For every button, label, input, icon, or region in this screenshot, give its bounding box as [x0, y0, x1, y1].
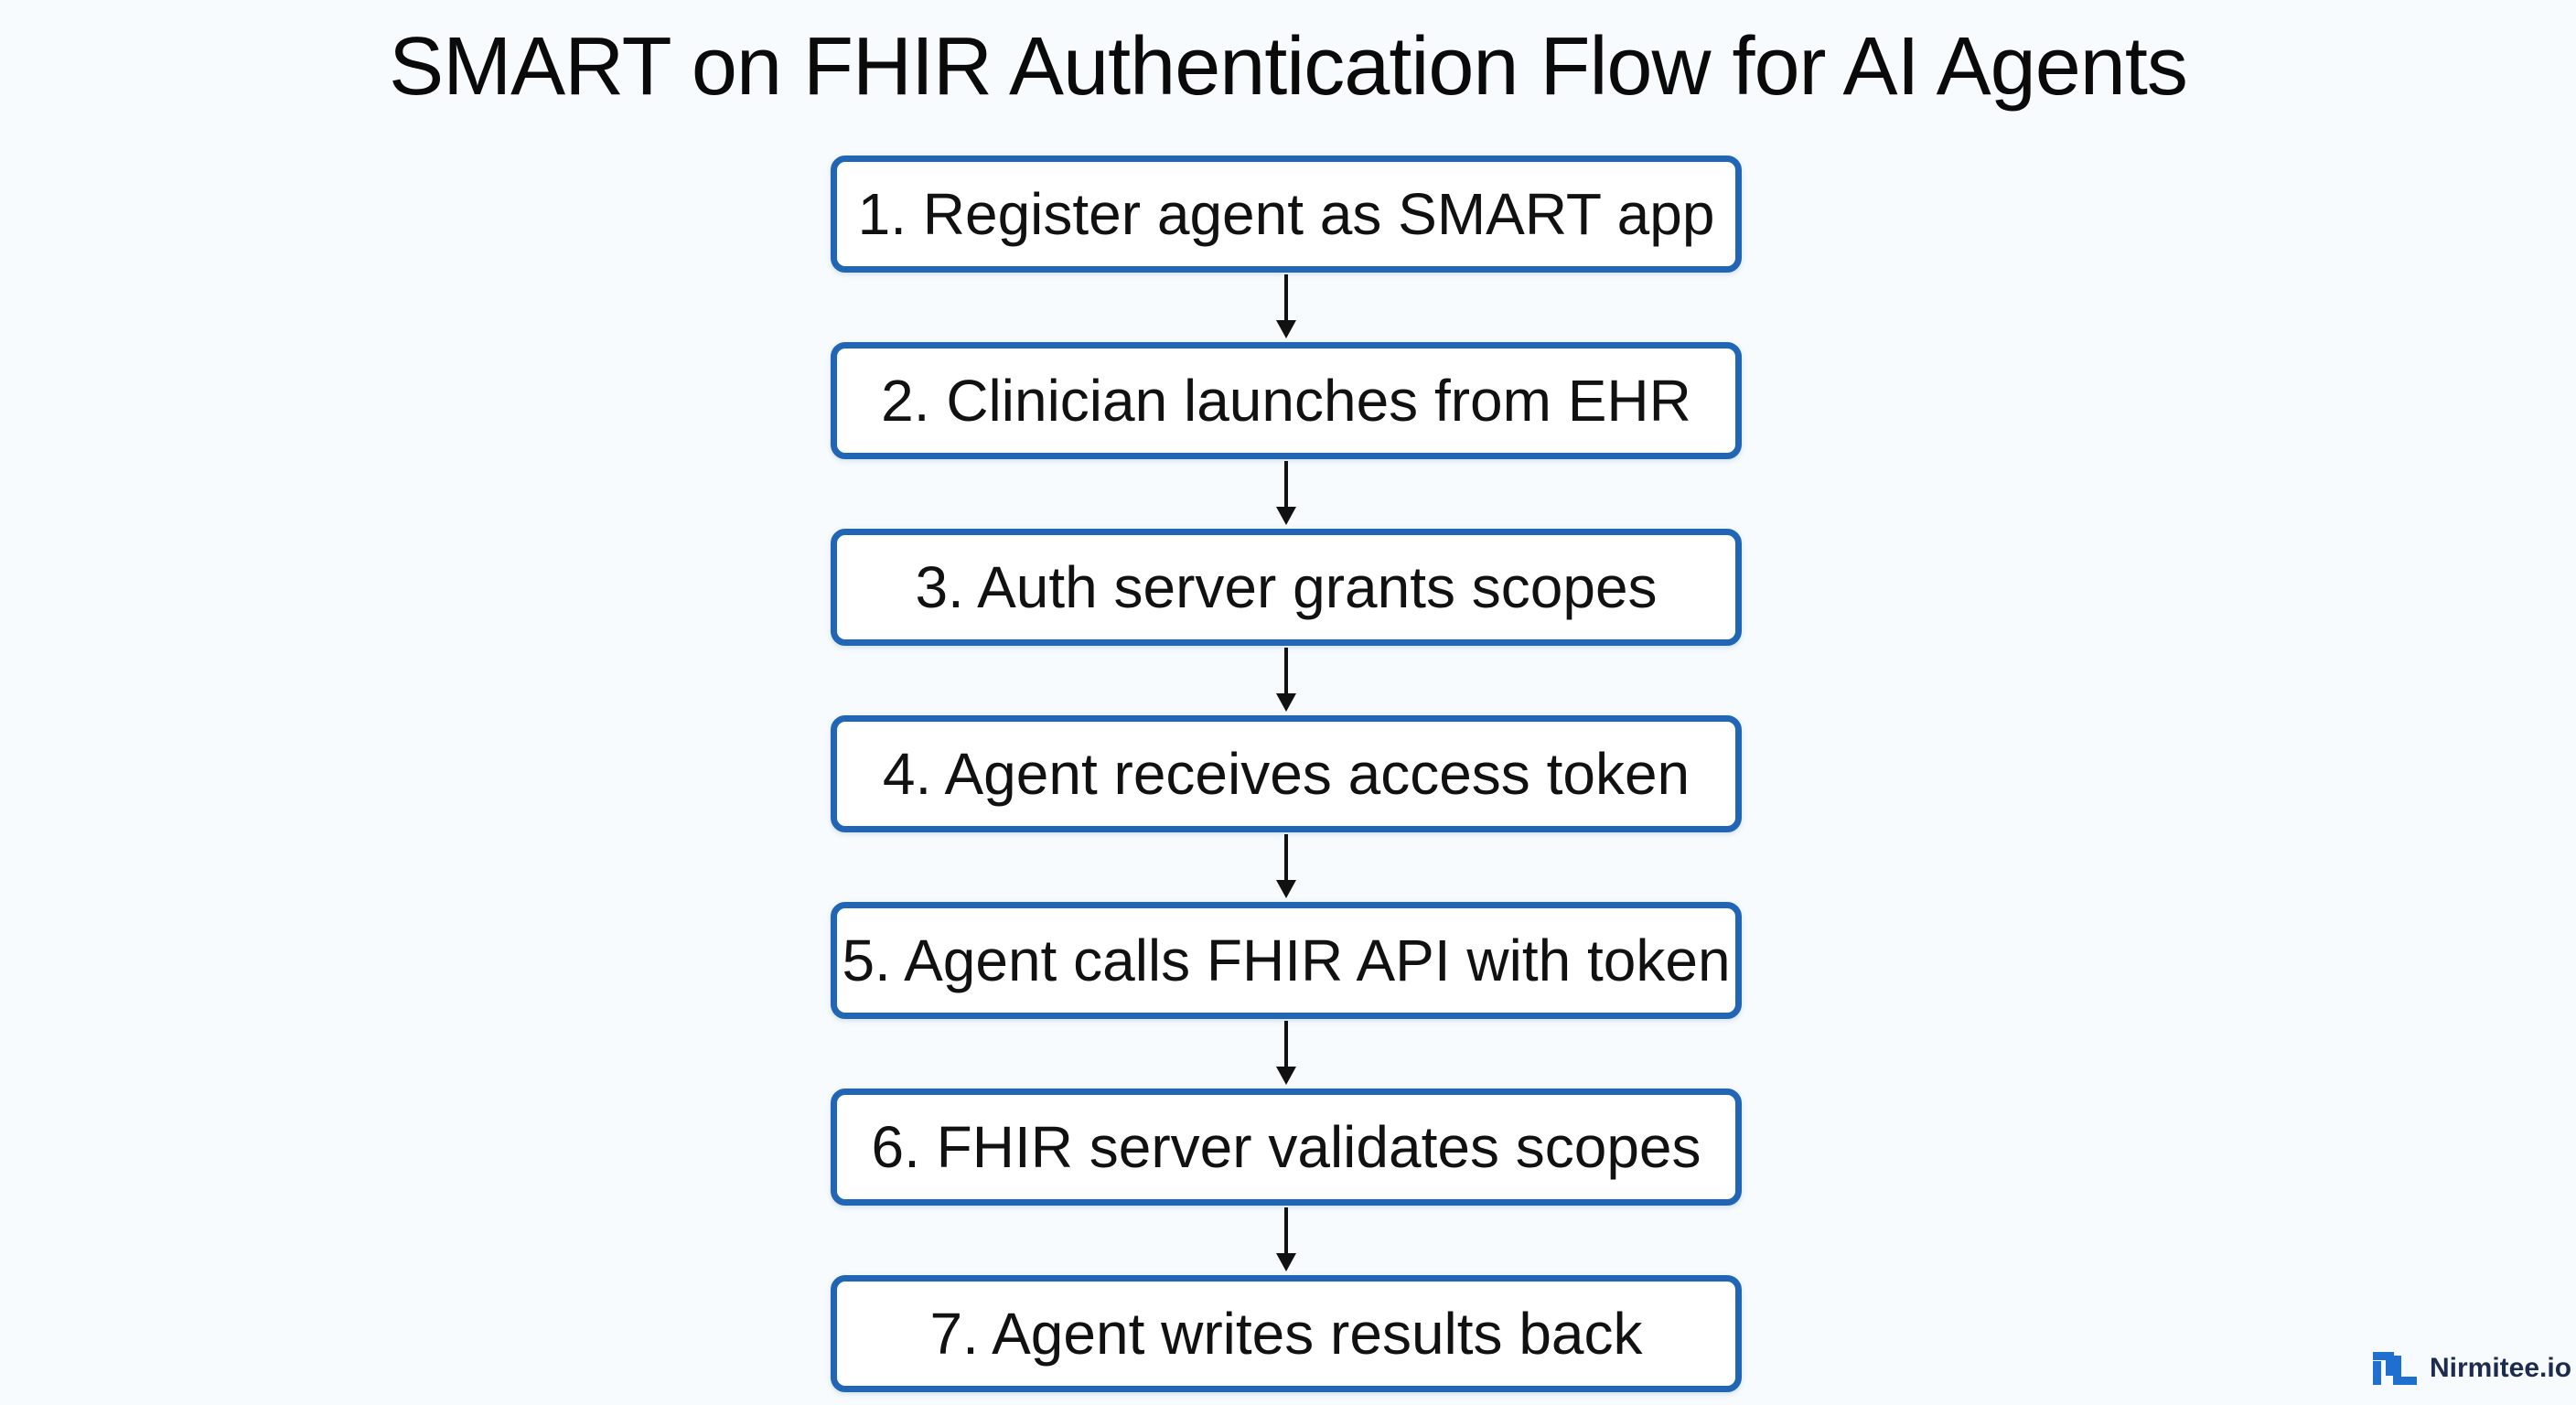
step-box-1: 1. Register agent as SMART app — [831, 156, 1742, 273]
step-label: 5. Agent calls FHIR API with token — [842, 928, 1731, 993]
step-box-6: 6. FHIR server validates scopes — [831, 1089, 1742, 1206]
step-box-7: 7. Agent writes results back — [831, 1275, 1742, 1392]
step-box-3: 3. Auth server grants scopes — [831, 529, 1742, 646]
arrow-down-icon — [1276, 693, 1296, 712]
arrow-down-icon — [1276, 1253, 1296, 1271]
nirmitee-logo-icon — [2373, 1352, 2417, 1385]
arrow-down-icon — [1276, 507, 1296, 525]
step-label: 6. FHIR server validates scopes — [871, 1114, 1701, 1180]
step-label: 1. Register agent as SMART app — [857, 181, 1715, 247]
step-label: 2. Clinician launches from EHR — [881, 368, 1691, 434]
arrow-down-icon — [1276, 320, 1296, 338]
step-label: 4. Agent receives access token — [882, 741, 1690, 807]
brand-logo: Nirmitee.io — [2373, 1350, 2571, 1387]
step-box-2: 2. Clinician launches from EHR — [831, 342, 1742, 459]
arrow-down-icon — [1276, 1067, 1296, 1085]
arrow-down-icon — [1276, 880, 1296, 898]
step-label: 7. Agent writes results back — [929, 1301, 1643, 1367]
brand-name: Nirmitee.io — [2430, 1353, 2572, 1383]
step-box-5: 5. Agent calls FHIR API with token — [831, 902, 1742, 1019]
step-label: 3. Auth server grants scopes — [915, 554, 1658, 620]
diagram-title: SMART on FHIR Authentication Flow for AI… — [389, 21, 2188, 113]
step-box-4: 4. Agent receives access token — [831, 715, 1742, 832]
